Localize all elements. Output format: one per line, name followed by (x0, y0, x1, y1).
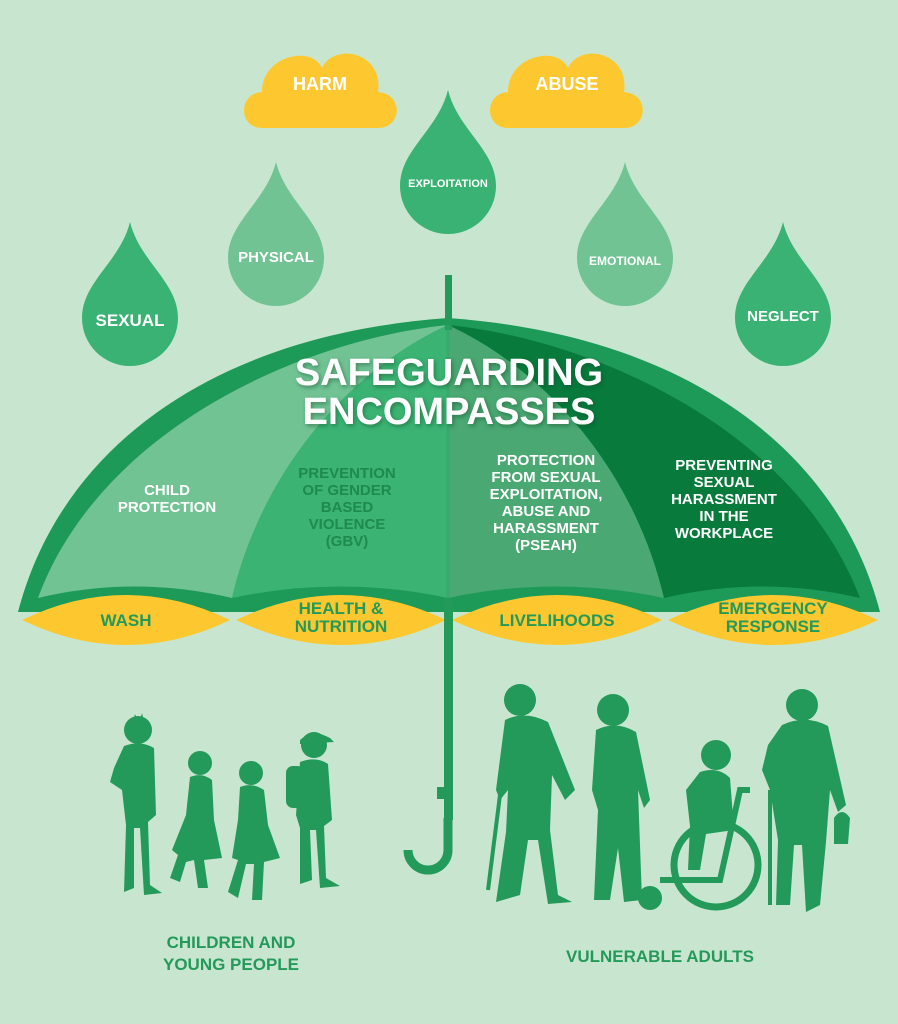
sector-livelihoods-label-line: LIVELIHOODS (499, 611, 614, 630)
drop-physical-label: PHYSICAL (238, 249, 314, 266)
panel-workplace-label-line: SEXUAL (694, 474, 755, 491)
children-caption: CHILDREN AND YOUNG PEOPLE (163, 933, 299, 974)
sector-emergency-label-line: RESPONSE (726, 617, 820, 636)
children-silhouettes (110, 713, 340, 900)
sector-health-label-line: NUTRITION (295, 617, 388, 636)
title-line-1: SAFEGUARDING (295, 352, 603, 394)
panel-workplace (448, 325, 860, 598)
drop-neglect-label: NEGLECT (747, 308, 819, 325)
drop-emotional: EMOTIONAL (577, 162, 673, 306)
drop-emotional-label: EMOTIONAL (589, 254, 661, 268)
sector-wash-label-line: WASH (101, 611, 152, 630)
adult-figure (486, 684, 575, 904)
panel-workplace-label-line: PREVENTING (675, 457, 773, 474)
adult-figure (762, 689, 850, 912)
adult-figure (592, 694, 650, 902)
child-figure (228, 761, 280, 900)
panel-pseah-label-line: (PSEAH) (515, 537, 577, 554)
cloud-harm-label: HARM (293, 74, 347, 94)
child-figure (110, 713, 162, 895)
sector-emergency-label-line: EMERGENCY (718, 599, 828, 618)
title-line-2: ENCOMPASSES (303, 391, 596, 433)
drop-sexual: SEXUAL (82, 222, 178, 366)
panel-workplace-label-line: IN THE (699, 508, 748, 525)
child-figure (286, 732, 340, 888)
child-figure (170, 751, 222, 888)
panel-pseah (448, 325, 664, 598)
sector-health: HEALTH &NUTRITION (236, 595, 446, 645)
sector-health-label: HEALTH &NUTRITION (295, 599, 388, 636)
drop-physical: PHYSICAL (228, 162, 324, 306)
panel-workplace-label-line: HARASSMENT (671, 491, 777, 508)
children-caption-line: CHILDREN AND (167, 933, 296, 952)
sector-livelihoods-label: LIVELIHOODS (499, 611, 614, 630)
panel-gbv-label-line: VIOLENCE (309, 516, 386, 533)
sector-livelihoods: LIVELIHOODS (452, 595, 662, 645)
adults-silhouettes (486, 684, 850, 912)
drop-sexual-label: SEXUAL (96, 311, 165, 330)
cloud-abuse: ABUSE (490, 53, 643, 128)
cloud-abuse-label: ABUSE (535, 74, 598, 94)
drop-neglect: NEGLECT (735, 222, 831, 366)
title: SAFEGUARDING ENCOMPASSES (295, 352, 603, 433)
panel-pseah-label-line: FROM SEXUAL (491, 469, 600, 486)
sector-wash-label: WASH (101, 611, 152, 630)
panel-gbv-label-line: OF GENDER (302, 482, 391, 499)
umbrella-shaft (403, 275, 453, 875)
drop-exploitation-label: EXPLOITATION (408, 178, 488, 190)
sector-wash: WASH (22, 595, 230, 645)
panel-gbv-label-line: BASED (321, 499, 374, 516)
panel-child-protection-label-line: PROTECTION (118, 499, 216, 516)
umbrella-canopy (18, 318, 880, 612)
children-caption-line: YOUNG PEOPLE (163, 955, 299, 974)
drop-exploitation: EXPLOITATION (400, 90, 496, 234)
cloud-harm: HARM (244, 53, 397, 128)
panel-child-protection (38, 325, 448, 598)
sector-health-label-line: HEALTH & (299, 599, 384, 618)
panel-child-protection-label-line: CHILD (144, 482, 190, 499)
panel-gbv (232, 325, 448, 598)
panel-workplace-label-line: WORKPLACE (675, 525, 773, 542)
panel-pseah-label-line: HARASSMENT (493, 520, 599, 537)
panel-gbv-label-line: (GBV) (326, 533, 369, 550)
panel-pseah-label-line: ABUSE AND (502, 503, 591, 520)
panel-pseah-label-line: EXPLOITATION, (490, 486, 603, 503)
panel-gbv-label-line: PREVENTION (298, 465, 396, 482)
adults-caption: VULNERABLE ADULTS (566, 947, 754, 966)
panel-pseah-label-line: PROTECTION (497, 452, 595, 469)
wheelchair-user (638, 740, 762, 911)
